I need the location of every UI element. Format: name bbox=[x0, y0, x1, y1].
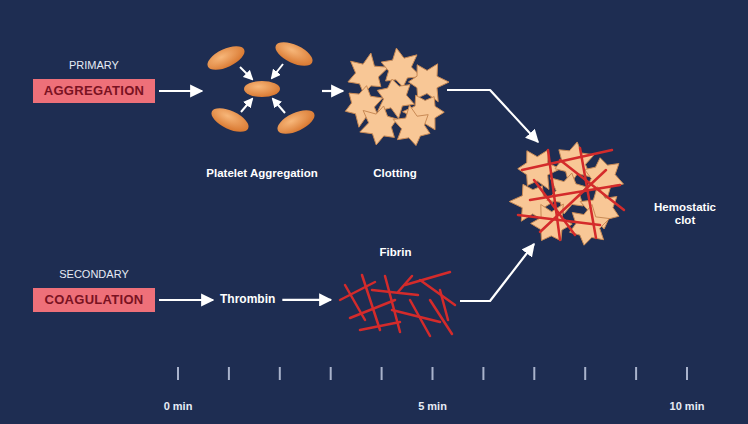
inward-arrow bbox=[240, 67, 252, 79]
stage-label: Thrombin bbox=[216, 291, 279, 309]
fibrin-strand bbox=[560, 160, 624, 210]
timeline-tick bbox=[432, 367, 434, 380]
timeline-tick bbox=[686, 367, 688, 380]
timeline-tick bbox=[228, 367, 230, 380]
phase-box: PRIMARYAGGREGATION bbox=[33, 79, 155, 103]
platelet bbox=[272, 37, 316, 70]
node-label: Platelet Aggregation bbox=[206, 167, 317, 180]
fibrin-strand bbox=[362, 275, 380, 330]
timeline-tick bbox=[177, 367, 179, 380]
fibrin-strand bbox=[548, 150, 560, 240]
timeline-tick bbox=[533, 367, 535, 380]
fibrin-strand bbox=[360, 322, 400, 330]
platelet bbox=[244, 81, 280, 97]
phase-name: COAGULATION bbox=[44, 293, 143, 308]
fibrin-strand bbox=[372, 290, 418, 295]
phase-heading: SECONDARY bbox=[59, 268, 128, 281]
platelet-cell bbox=[393, 105, 430, 145]
flow-arrow bbox=[322, 90, 343, 92]
phase-heading: PRIMARY bbox=[69, 59, 119, 72]
flow-arrow bbox=[159, 299, 213, 301]
node-label: Fibrin bbox=[380, 246, 412, 259]
platelet-cell bbox=[408, 64, 449, 102]
illustration-node: Hemostatic clot bbox=[512, 140, 724, 248]
timeline-tick bbox=[279, 367, 281, 380]
fibrin-network bbox=[340, 272, 455, 336]
illustration-node: Fibrin bbox=[333, 246, 458, 342]
time-label: 5 min bbox=[418, 400, 447, 412]
flow-arrow bbox=[460, 244, 534, 301]
timeline-tick bbox=[584, 367, 586, 380]
illustration-node: Platelet Aggregation bbox=[204, 36, 320, 182]
timeline-tick bbox=[330, 367, 332, 380]
node-label: Thrombin bbox=[220, 293, 275, 307]
node-label: Clotting bbox=[373, 167, 416, 180]
fibrin-strand bbox=[405, 272, 450, 285]
flow-arrow bbox=[447, 90, 538, 142]
fibrin-strand bbox=[420, 280, 455, 305]
fibrin-strand bbox=[534, 180, 575, 235]
timeline bbox=[178, 367, 687, 380]
illustration-node: Clotting bbox=[345, 44, 445, 182]
node-label: Hemostatic clot bbox=[650, 201, 720, 227]
fibrin-strand bbox=[430, 300, 452, 334]
phase-name: AGGREGATION bbox=[44, 84, 145, 99]
inward-arrow bbox=[273, 99, 285, 113]
fibrin-strand bbox=[440, 290, 448, 320]
fibrin-strand bbox=[398, 276, 412, 292]
platelet bbox=[274, 105, 318, 138]
timeline-tick bbox=[381, 367, 383, 380]
platelet-cell bbox=[585, 158, 624, 199]
fibrin-strand bbox=[518, 215, 600, 225]
flow-arrow bbox=[282, 299, 331, 301]
inward-arrow bbox=[241, 99, 252, 112]
platelet-cell bbox=[348, 53, 389, 94]
fibrin-strand bbox=[410, 300, 430, 336]
timeline-tick bbox=[482, 367, 484, 380]
time-label: 0 min bbox=[164, 400, 193, 412]
phase-box: SECONDARYCOAGULATION bbox=[33, 288, 155, 312]
flow-arrow bbox=[159, 90, 202, 92]
timeline-tick bbox=[635, 367, 637, 380]
platelet-group bbox=[204, 37, 318, 138]
platelet-cell bbox=[360, 106, 397, 145]
hemostatic-clot-cluster bbox=[509, 142, 624, 245]
clot-cluster bbox=[345, 48, 449, 145]
fibrin-strand bbox=[345, 285, 365, 320]
time-label: 10 min bbox=[670, 400, 705, 412]
inward-arrow bbox=[272, 64, 283, 78]
